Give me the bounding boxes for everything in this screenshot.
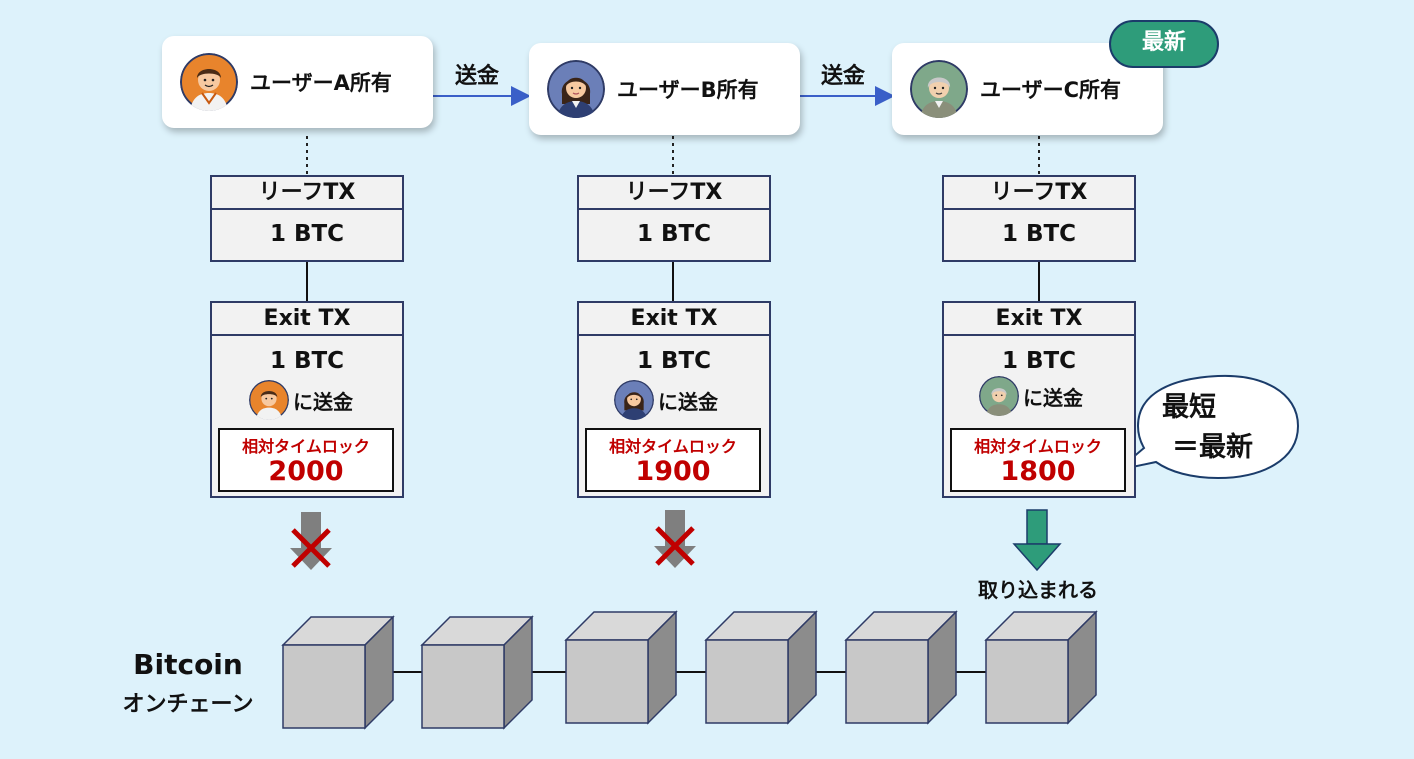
block-cube xyxy=(420,615,534,730)
timelock-box: 相対タイムロック 2000 xyxy=(218,428,394,492)
leaf-tx-amount: 1 BTC xyxy=(1001,221,1077,247)
woman-blue-avatar-icon xyxy=(614,380,654,420)
man-orange-avatar-icon xyxy=(180,53,238,111)
timelock-label: 相対タイムロック xyxy=(242,437,370,456)
timelock-label: 相対タイムロック xyxy=(974,437,1102,456)
block-cube xyxy=(564,610,678,725)
elder-green-avatar-icon xyxy=(910,60,968,118)
elder-green-avatar-icon xyxy=(979,376,1019,416)
user-c-label: ユーザーC所有 xyxy=(980,78,1121,102)
timelock-value: 1800 xyxy=(1000,456,1076,487)
block-cube xyxy=(704,610,818,725)
timelock-box: 相対タイムロック 1900 xyxy=(585,428,761,492)
leaf-tx-title: リーフTX xyxy=(212,177,402,210)
timelock-label: 相対タイムロック xyxy=(609,437,737,456)
exit-tx-title: Exit TX xyxy=(579,303,769,336)
block-cube xyxy=(844,610,958,725)
accepted-arrow xyxy=(1012,509,1062,572)
block-cube xyxy=(281,615,395,730)
send-to-label: に送金 xyxy=(658,389,718,414)
accepted-label: 取り込まれる xyxy=(978,578,1098,602)
timelock-value: 1900 xyxy=(635,456,711,487)
timelock-value: 2000 xyxy=(268,456,344,487)
user-b-label: ユーザーB所有 xyxy=(617,78,759,102)
rejected-arrow xyxy=(290,512,332,570)
rejected-arrow xyxy=(654,510,696,568)
exit-tx-title: Exit TX xyxy=(212,303,402,336)
leaf-tx-amount: 1 BTC xyxy=(269,221,345,247)
exit-tx-amount: 1 BTC xyxy=(269,348,345,374)
exit-recipient: に送金 xyxy=(979,376,1083,416)
exit-recipient: に送金 xyxy=(614,380,718,420)
leaf-tx-title: リーフTX xyxy=(579,177,769,210)
exit-recipient: に送金 xyxy=(249,380,353,420)
send-to-label: に送金 xyxy=(293,389,353,414)
exit-tx-amount: 1 BTC xyxy=(1001,348,1077,374)
exit-tx-title: Exit TX xyxy=(944,303,1134,336)
leaf-tx-amount: 1 BTC xyxy=(636,221,712,247)
block-cube xyxy=(984,610,1098,725)
leaf-tx-box: リーフTX 1 BTC xyxy=(210,175,404,262)
transfer-label-a-b: 送金 xyxy=(455,64,500,89)
user-card-c: ユーザーC所有 xyxy=(892,43,1163,135)
leaf-tx-box: リーフTX 1 BTC xyxy=(577,175,771,262)
timelock-box: 相対タイムロック 1800 xyxy=(950,428,1126,492)
leaf-tx-box: リーフTX 1 BTC xyxy=(942,175,1136,262)
user-card-a: ユーザーA所有 xyxy=(162,36,433,128)
leaf-tx-title: リーフTX xyxy=(944,177,1134,210)
transfer-label-b-c: 送金 xyxy=(821,64,866,89)
woman-blue-avatar-icon xyxy=(547,60,605,118)
chain-title: Bitcoin xyxy=(133,648,243,681)
exit-tx-amount: 1 BTC xyxy=(636,348,712,374)
chain-subtitle: オンチェーン xyxy=(122,692,254,717)
callout-text-line2: ＝最新 xyxy=(1172,432,1253,463)
latest-badge: 最新 xyxy=(1109,20,1219,68)
callout-text-line1: 最短 xyxy=(1162,392,1216,423)
user-card-b: ユーザーB所有 xyxy=(529,43,800,135)
user-a-label: ユーザーA所有 xyxy=(250,71,392,95)
callout-bubble xyxy=(1117,374,1300,480)
man-orange-avatar-icon xyxy=(249,380,289,420)
send-to-label: に送金 xyxy=(1023,385,1083,410)
